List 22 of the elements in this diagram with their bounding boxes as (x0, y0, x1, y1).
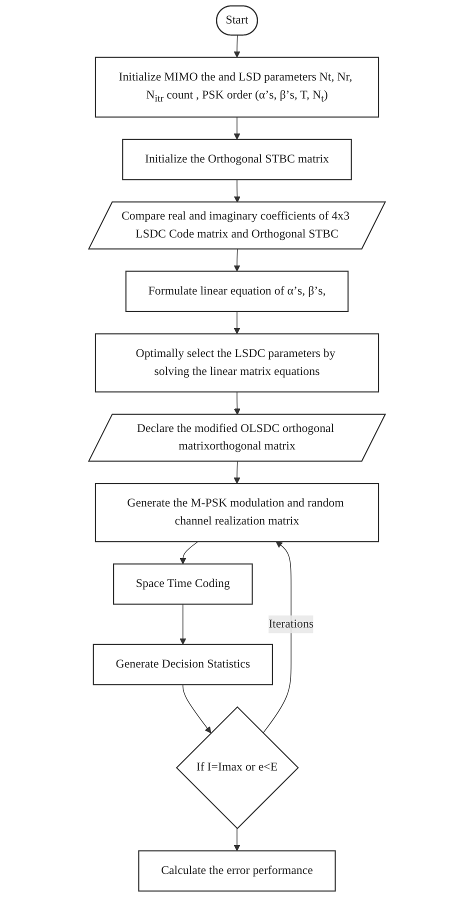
node-box: Initialize MIMO the and LSD parameters Nt, Nr, N$_{itr}$ count , PSK order (α’s, β’s, T, N$_{t}$) (94, 56, 380, 118)
node-box: Generate Decision Statistics (92, 644, 274, 686)
arrow (180, 604, 186, 645)
arrow (234, 461, 240, 484)
arrow (234, 179, 240, 203)
edge-label: Iterations (268, 618, 314, 630)
arrow (234, 828, 240, 852)
node-diamond: If I=Imax or e<E (176, 706, 299, 830)
arrow (234, 392, 240, 415)
node-box: Initialize the Orthogonal STBC matrix (122, 138, 352, 180)
node-box: Formulate linear equation of α’s, β’s, (125, 270, 349, 312)
node-box: Optimally select the LSDC parameters by solving the linear matrix equations (94, 333, 380, 392)
node-box: Calculate the error performance (138, 850, 336, 892)
arrow (234, 248, 240, 272)
node-box: Generate the M-PSK modulation and random channel realization matrix (94, 482, 380, 542)
arrow (180, 541, 198, 564)
arrow (262, 541, 292, 734)
node-box: Space Time Coding (113, 563, 253, 605)
arrow (234, 116, 240, 140)
arrow (234, 35, 240, 58)
arrow (182, 684, 212, 734)
arrow (234, 311, 240, 334)
